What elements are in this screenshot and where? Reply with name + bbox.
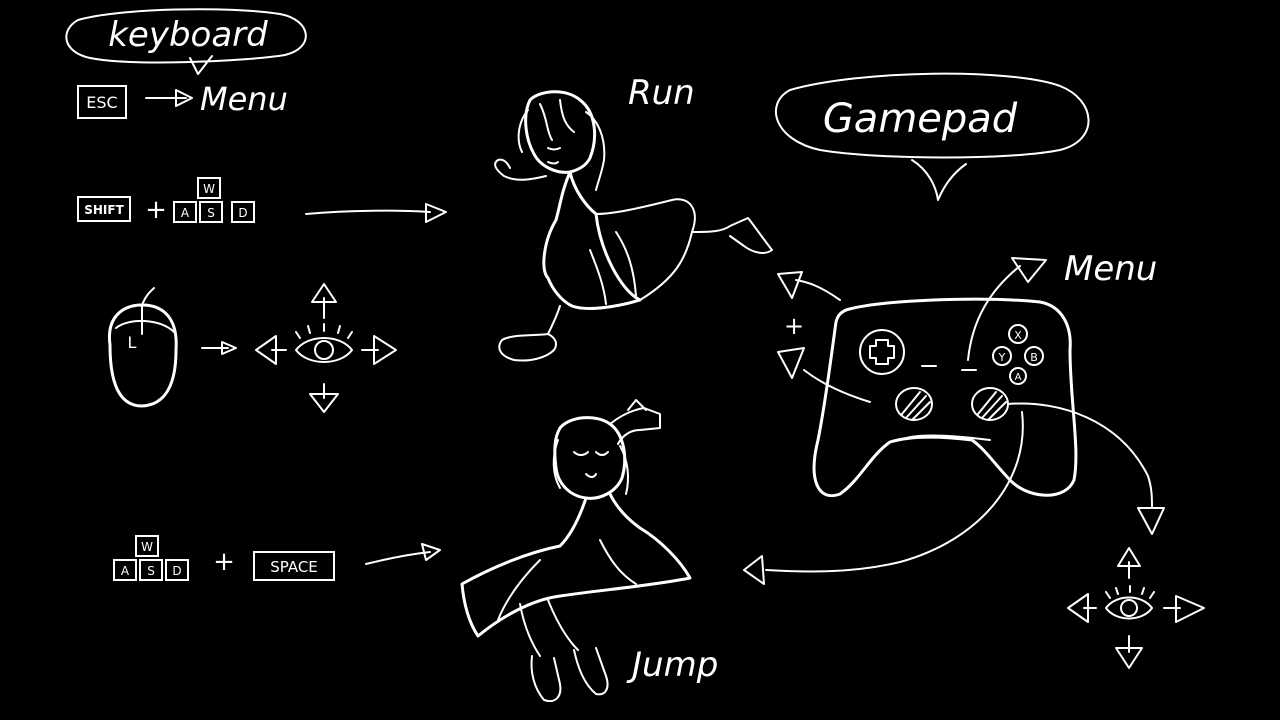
s-key [199, 201, 223, 223]
arrow-right-icon [365, 543, 441, 565]
w-key [135, 535, 159, 557]
b-button [1024, 346, 1044, 366]
y-button-label: Y [998, 351, 1006, 364]
bumper-arrow-icon [777, 271, 841, 301]
esc-key-label: ESC [86, 93, 117, 112]
a-key-label: A [181, 206, 190, 220]
right-stick-arrow-icon [1007, 402, 1165, 535]
esc-key [77, 85, 127, 119]
a-button-label: A [1015, 372, 1022, 383]
left-stick-arrow-icon [743, 411, 1024, 585]
d-key-label: D [172, 564, 181, 578]
mouse-icon [107, 303, 178, 408]
jump-label: Jump [626, 645, 718, 685]
keyboard-menu-label: Menu [200, 80, 288, 118]
keyboard-title-bubble [65, 8, 307, 75]
jump-section: Jump [460, 399, 718, 702]
jumping-girl-illustration [460, 399, 692, 702]
run-combo-row: SHIFT + W A S D [77, 177, 447, 225]
running-girl-illustration [494, 90, 773, 362]
s-key-label: S [147, 564, 155, 578]
arrow-right-icon [305, 203, 447, 223]
gamepad-section: Gamepad X Y B A [743, 72, 1205, 669]
keyboard-title: keyboard [108, 15, 268, 55]
left-stick-icon [895, 387, 933, 421]
plus-sign: + [213, 547, 235, 577]
a-key [113, 559, 137, 581]
jump-combo-row: W A S D + SPACE [113, 535, 441, 581]
y-button [992, 346, 1012, 366]
s-key-label: S [207, 206, 215, 220]
shift-key-label: SHIFT [84, 203, 124, 217]
gamepad-plus-sign: + [784, 312, 804, 340]
d-key [165, 559, 189, 581]
s-key [139, 559, 163, 581]
gamepad-title: Gamepad [823, 96, 1018, 142]
keyboard-section: keyboard ESC Menu SHIFT + W A S D [65, 8, 447, 581]
dpad-icon [859, 329, 905, 375]
b-button-label: B [1030, 351, 1038, 364]
x-button-label: X [1014, 329, 1022, 342]
mouse-button-lines [115, 287, 175, 335]
gamepad-camera-look-icon [1067, 547, 1205, 669]
a-button [1009, 367, 1027, 385]
esc-to-menu-row: ESC Menu [77, 80, 288, 119]
gamepad-controller-icon [812, 297, 1078, 498]
plus-sign: + [145, 195, 167, 225]
d-key-label: D [238, 206, 247, 220]
arrow-right-icon [145, 89, 193, 107]
d-key [231, 201, 255, 223]
gamepad-menu-label: Menu [1064, 249, 1157, 289]
w-key-label: W [203, 182, 215, 196]
w-key [197, 177, 221, 199]
a-key [173, 201, 197, 223]
run-label: Run [628, 73, 695, 113]
mouse-button-label: L [128, 333, 137, 352]
select-start-buttons [921, 365, 977, 371]
camera-look-icon [255, 283, 397, 413]
arrow-up-right-icon [967, 257, 1047, 361]
run-section: Run [494, 73, 773, 362]
face-buttons: X Y B A [992, 324, 1044, 385]
shift-key [77, 196, 131, 222]
space-key-label: SPACE [270, 558, 318, 576]
mouse-camera-row: L [107, 283, 397, 413]
gamepad-title-bubble [774, 72, 1090, 201]
space-key [253, 551, 335, 581]
w-key-label: W [141, 540, 153, 554]
arrow-right-icon [201, 341, 237, 355]
trigger-arrow-icon [777, 347, 871, 403]
x-button [1008, 324, 1028, 344]
a-key-label: A [121, 564, 130, 578]
